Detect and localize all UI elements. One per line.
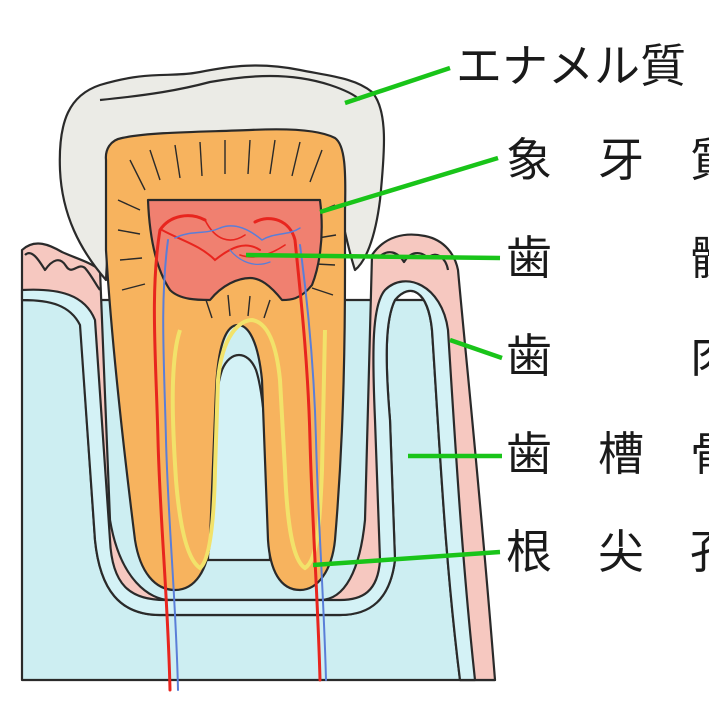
label-enamel: エナメル質 <box>456 39 686 93</box>
leader-lines <box>245 65 503 568</box>
cementum-line <box>170 317 327 571</box>
label-dentin: 象 牙 質 <box>506 133 709 187</box>
label-gingiva: 歯 肉 <box>506 329 709 383</box>
leader-gingiva <box>449 337 503 361</box>
leader-apical-foramen <box>312 549 501 568</box>
dentin-tubules <box>117 139 337 319</box>
label-apical-foramen: 根 尖 孔 <box>506 525 709 579</box>
blood-vessels <box>152 214 327 692</box>
label-pulp: 歯 髄 <box>506 231 709 285</box>
enamel-highlight <box>99 74 361 102</box>
labels: エナメル質 象 牙 質 歯 髄 歯 肉 歯 槽 骨 根 尖 孔 <box>456 39 709 579</box>
pulp <box>146 198 323 302</box>
leader-dentin <box>319 155 499 215</box>
leader-enamel <box>344 65 451 106</box>
alveolar-bone <box>20 280 477 682</box>
leader-pulp <box>245 252 501 261</box>
label-alveolar-bone: 歯 槽 骨 <box>506 427 709 481</box>
gingiva-margin-left <box>24 252 101 291</box>
